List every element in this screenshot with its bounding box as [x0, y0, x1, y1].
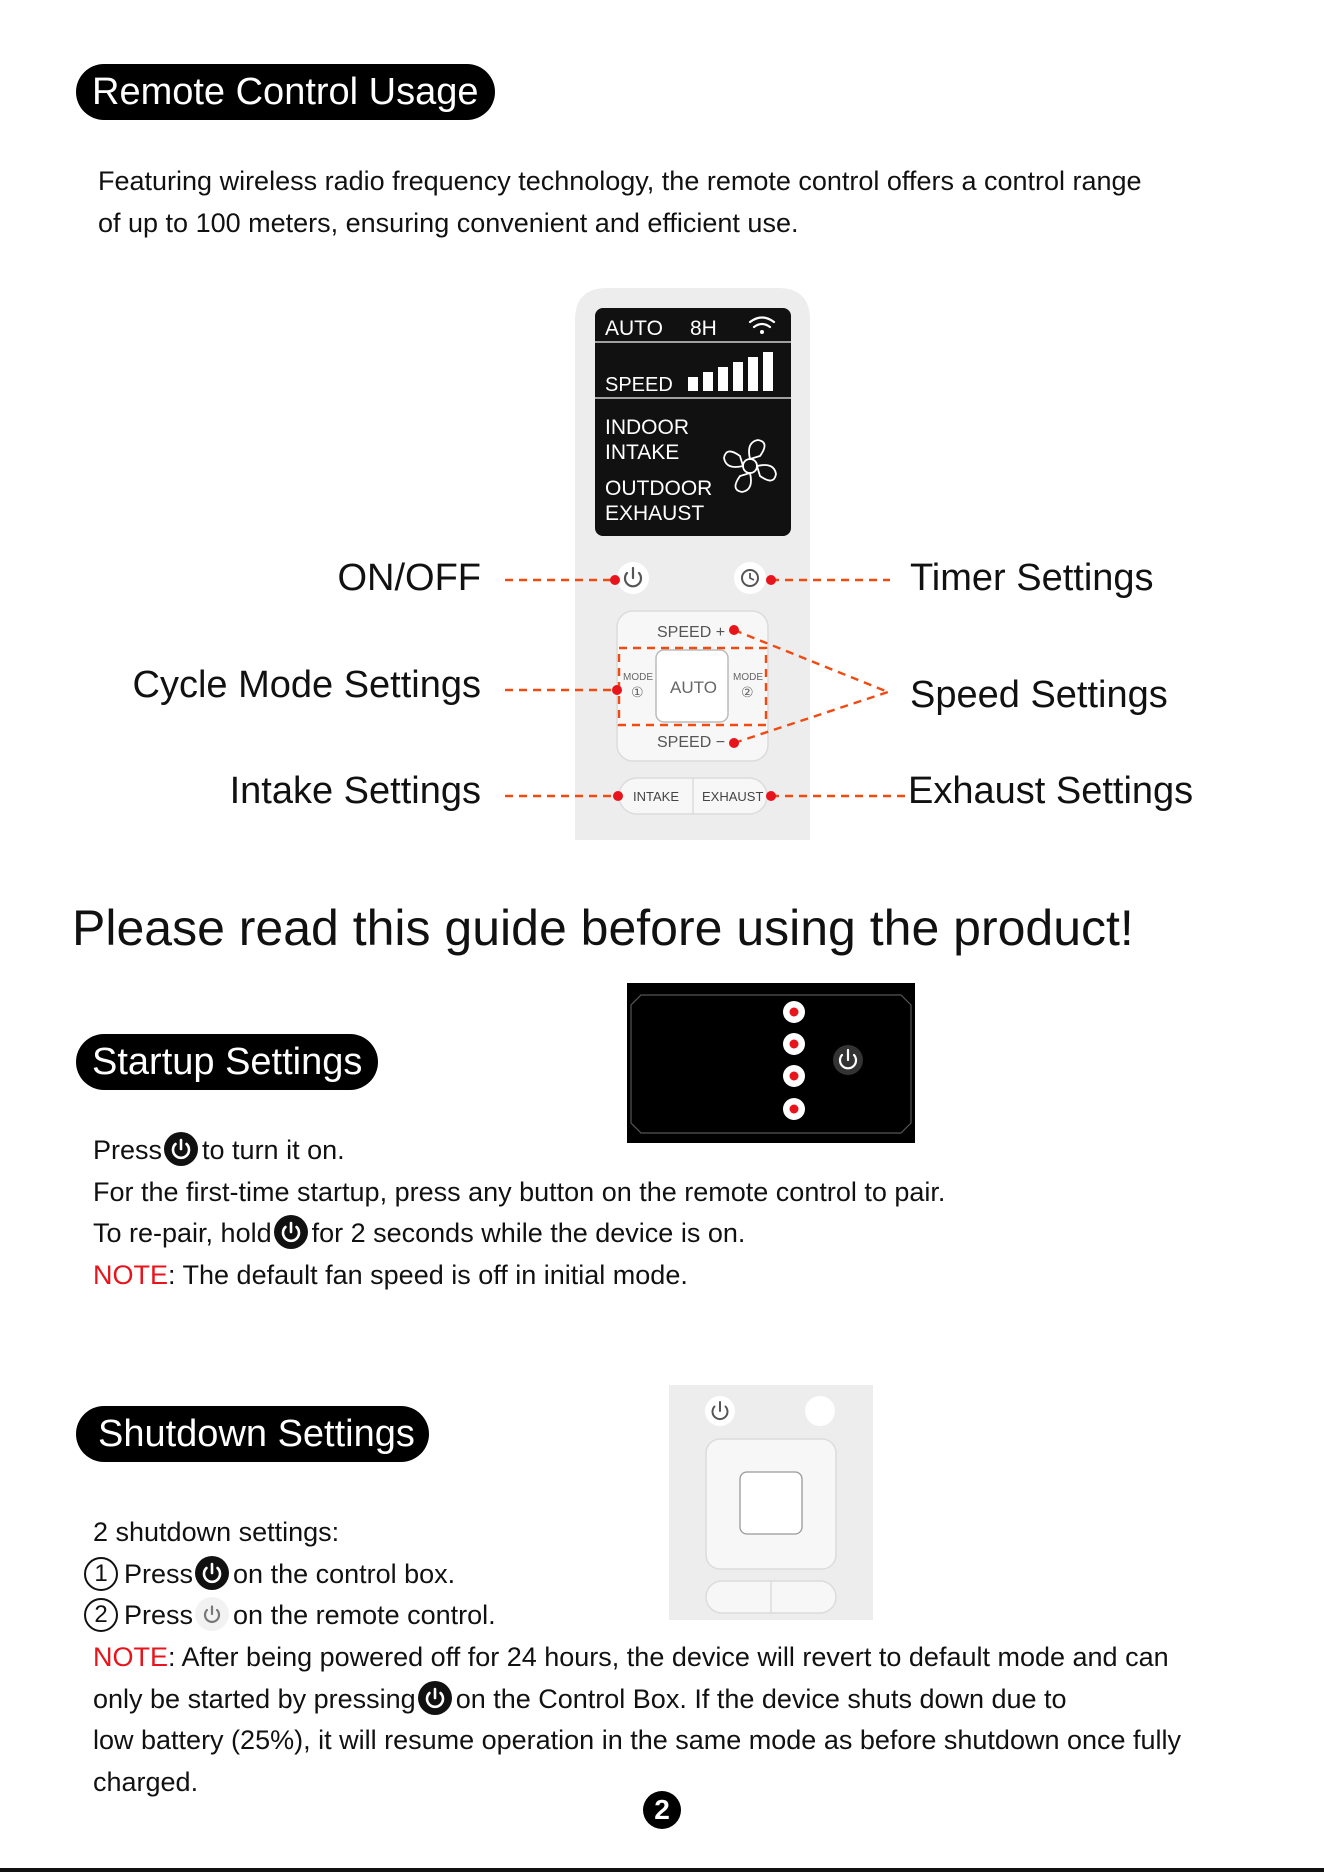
speed-bar — [748, 357, 758, 391]
wifi-icon — [748, 316, 776, 334]
startup-line1: Press to turn it on. — [93, 1129, 345, 1171]
remote-timer-button[interactable] — [734, 562, 766, 594]
step2-pre: Press — [124, 1600, 194, 1630]
timer-button-blank[interactable] — [805, 1396, 835, 1426]
remote-diagram: AUTO 8H SPEED INDOOR INTAKE OUTDOOR EXHA… — [505, 288, 905, 840]
mode2-number: ② — [741, 685, 754, 701]
remote-intro-line1: Featuring wireless radio frequency techn… — [98, 166, 1142, 196]
callout-on-off: ON/OFF — [337, 557, 481, 599]
guide-heading: Please read this guide before using the … — [72, 900, 1134, 956]
speed-bar — [688, 377, 698, 391]
screen-mode: AUTO — [605, 317, 663, 340]
shutdown-note-line3: low battery (25%), it will resume operat… — [93, 1725, 1182, 1755]
remote-power-button[interactable] — [617, 562, 649, 594]
shutdown-note-line2: only be started by pressing on the Contro… — [93, 1678, 1067, 1720]
speed-bar — [733, 362, 743, 391]
control-box-image — [627, 983, 915, 1143]
mode1-number: ① — [631, 685, 644, 701]
shutdown-note-line4: charged. — [93, 1767, 199, 1797]
power-icon — [417, 1680, 452, 1715]
fan-icon — [723, 439, 777, 493]
power-icon — [195, 1596, 230, 1631]
speed-bar — [703, 372, 713, 391]
shutdown-note-text1: : After being powered off for 24 hours, … — [168, 1642, 1169, 1672]
screen-speed-label: SPEED — [605, 374, 673, 396]
step2-post: on the remote control. — [233, 1600, 496, 1630]
power-icon[interactable] — [833, 1045, 863, 1075]
startup-note-text: : The default fan speed is off in initia… — [168, 1260, 688, 1290]
screen-exhaust: EXHAUST — [605, 502, 704, 525]
screen-intake: INTAKE — [605, 441, 679, 464]
callout-timer: Timer Settings — [910, 557, 1154, 599]
remote-intro-line2: of up to 100 meters, ensuring convenient… — [98, 208, 799, 238]
startup-line2: For the first-time startup, press any bu… — [93, 1177, 946, 1207]
exhaust-button[interactable]: EXHAUST — [702, 789, 763, 804]
screen-outdoor: OUTDOOR — [605, 477, 712, 500]
startup-note: NOTE: The default fan speed is off in in… — [93, 1254, 688, 1296]
callout-cycle-mode: Cycle Mode Settings — [132, 664, 482, 706]
auto-button[interactable] — [655, 649, 729, 723]
shutdown-note-line1: NOTE: After being powered off for 24 hou… — [93, 1636, 1169, 1678]
callout-speed: Speed Settings — [910, 674, 1168, 716]
speed-bar — [763, 352, 773, 391]
screen-timer: 8H — [690, 317, 717, 340]
power-icon — [164, 1131, 199, 1166]
power-icon — [195, 1555, 230, 1590]
startup-line1-post: to turn it on. — [202, 1135, 345, 1165]
remote-usage-heading: Remote Control Usage — [76, 64, 495, 120]
shutdown-heading: Shutdown Settings — [76, 1406, 429, 1462]
page-number: 2 — [643, 1791, 681, 1829]
bottom-rule — [0, 1868, 1324, 1872]
power-icon[interactable] — [705, 1396, 735, 1426]
speed-bar — [718, 367, 728, 391]
shutdown-note-line2-pre: only be started by pressing — [93, 1684, 416, 1714]
step1-post: on the control box. — [233, 1559, 456, 1589]
intake-button[interactable]: INTAKE — [633, 789, 679, 804]
callout-exhaust: Exhaust Settings — [908, 770, 1194, 812]
step1-number: 1 — [84, 1556, 118, 1591]
startup-note-label: NOTE — [93, 1260, 169, 1290]
mode1-label[interactable]: MODE — [623, 672, 653, 683]
speed-bars — [688, 352, 773, 391]
speed-plus-label[interactable]: SPEED + — [657, 624, 725, 641]
startup-line1-pre: Press — [93, 1135, 163, 1165]
screen-indoor: INDOOR — [605, 416, 689, 439]
remote-face-image — [669, 1385, 873, 1620]
startup-heading: Startup Settings — [76, 1034, 379, 1090]
shutdown-note-label: NOTE — [93, 1642, 169, 1672]
speed-minus-label[interactable]: SPEED − — [657, 734, 725, 751]
power-icon — [273, 1214, 308, 1249]
shutdown-intro: 2 shutdown settings: — [93, 1517, 340, 1547]
callout-intake: Intake Settings — [229, 770, 481, 812]
auto-button-label: AUTO — [670, 678, 717, 697]
shutdown-note-line2-post: on the Control Box. If the device shuts … — [455, 1684, 1067, 1714]
step1-pre: Press — [124, 1559, 194, 1589]
step2-number: 2 — [84, 1597, 118, 1632]
indicator-lights — [783, 1001, 805, 1120]
mode2-label[interactable]: MODE — [733, 672, 763, 683]
startup-line3: To re-pair, hold for 2 seconds while the … — [93, 1212, 745, 1254]
callout-dots — [610, 575, 776, 801]
startup-line3-pre: To re-pair, hold — [93, 1218, 272, 1248]
startup-line3-post: for 2 seconds while the device is on. — [311, 1218, 746, 1248]
